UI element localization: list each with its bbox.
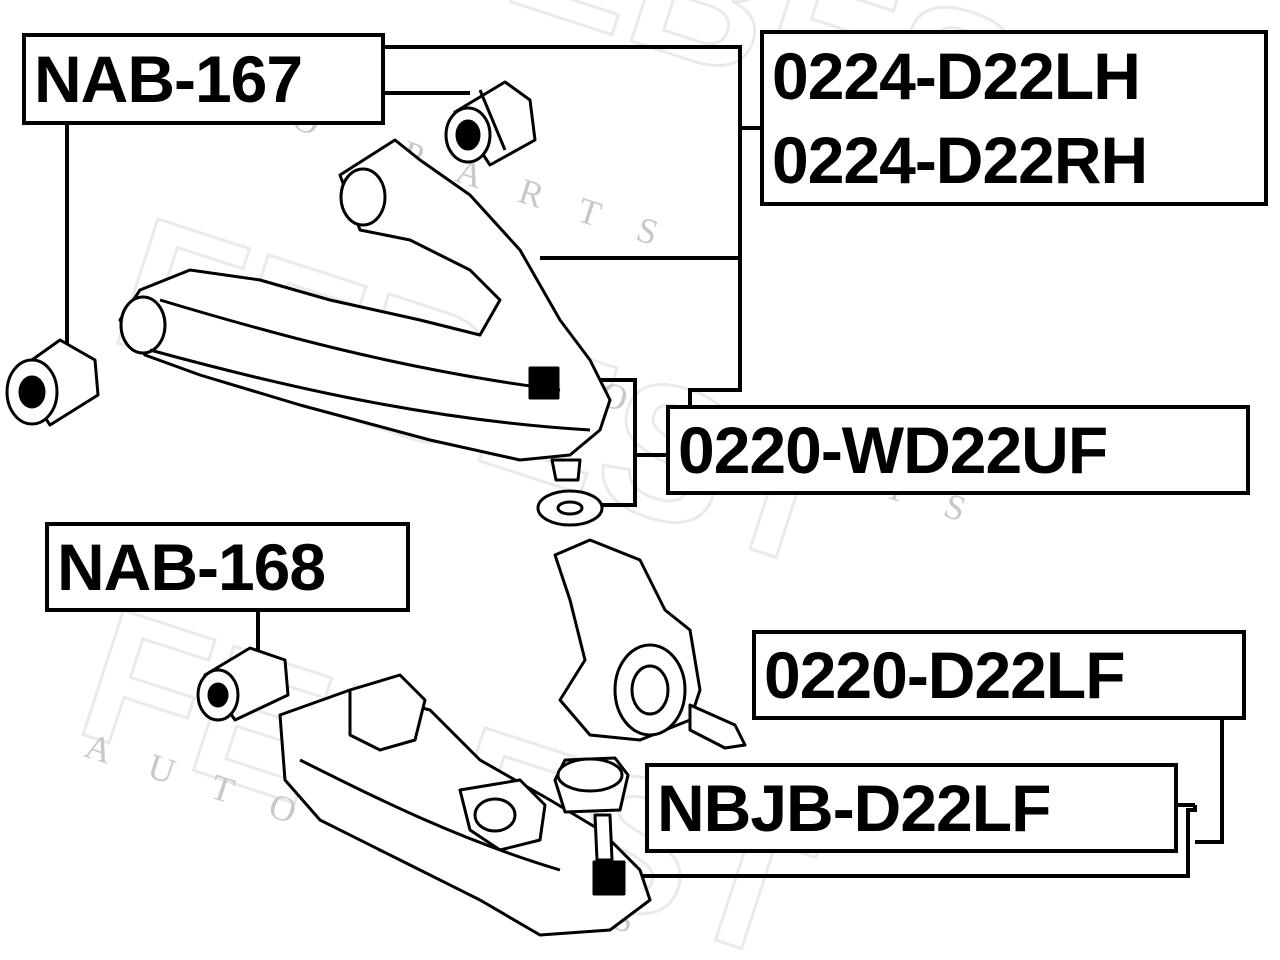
label-nab-168: NAB-168 [45, 522, 410, 612]
label-0220-wd22uf: 0220-WD22UF [666, 405, 1250, 495]
steering-knuckle [553, 538, 747, 750]
bushing-upper-rear [5, 338, 100, 427]
label-nab-168-text: NAB-168 [57, 530, 326, 604]
label-0220-wd22uf-text: 0220-WD22UF [678, 413, 1108, 487]
label-0224-d22rh-text: 0224-D22RH [772, 123, 1148, 197]
label-0220-d22lf: 0220-D22LF [752, 630, 1246, 720]
label-nab-167-text: NAB-167 [34, 42, 303, 116]
label-0224-d22lh-text: 0224-D22LH [772, 39, 1141, 113]
label-0220-d22lf-text: 0220-D22LF [764, 638, 1126, 712]
bushing-upper-front [444, 80, 537, 167]
bushing-lower [196, 646, 290, 722]
parts-drawing [5, 80, 747, 937]
lower-ball-joint [553, 756, 630, 896]
upper-control-arm [118, 138, 612, 462]
upper-ball-joint [528, 366, 604, 527]
label-nbjb-d22lf-text: NBJB-D22LF [657, 771, 1051, 845]
label-0224-d22lh-rh: 0224-D22LH 0224-D22RH [760, 30, 1268, 206]
label-nab-167: NAB-167 [22, 33, 385, 125]
lower-control-arm [278, 673, 652, 937]
label-nbjb-d22lf: NBJB-D22LF [645, 763, 1178, 853]
